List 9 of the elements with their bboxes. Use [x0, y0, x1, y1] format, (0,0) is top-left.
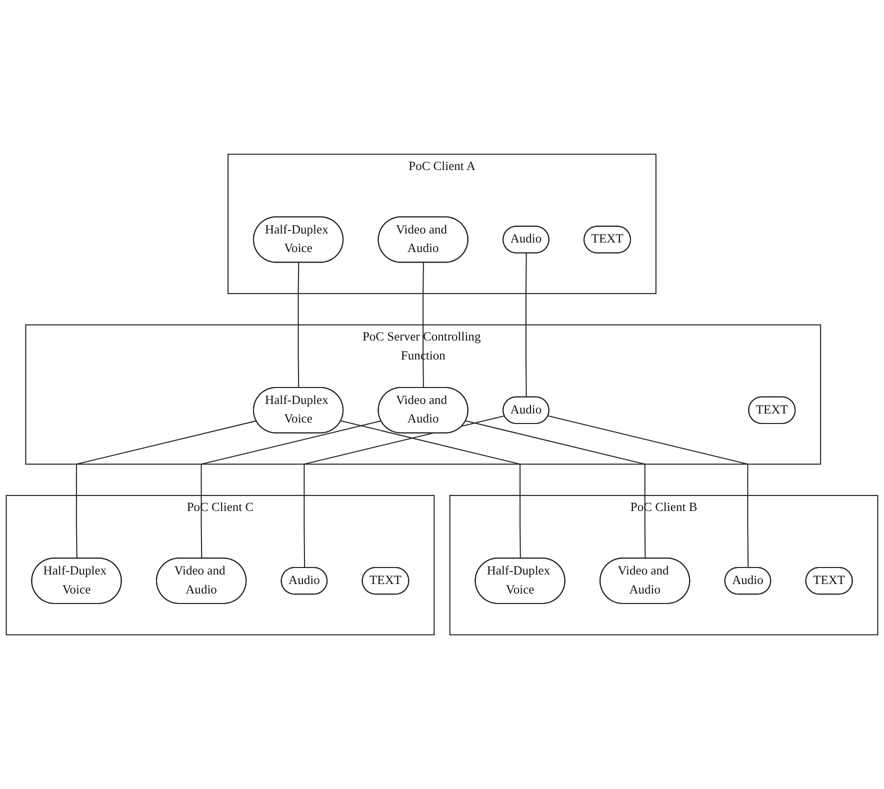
connector [298, 262, 300, 388]
connector [525, 253, 527, 398]
connector [76, 420, 256, 558]
connector [422, 262, 424, 388]
connector [304, 415, 505, 568]
connector [466, 420, 646, 558]
connector [548, 415, 749, 568]
connector [200, 420, 382, 558]
connector [340, 420, 521, 558]
